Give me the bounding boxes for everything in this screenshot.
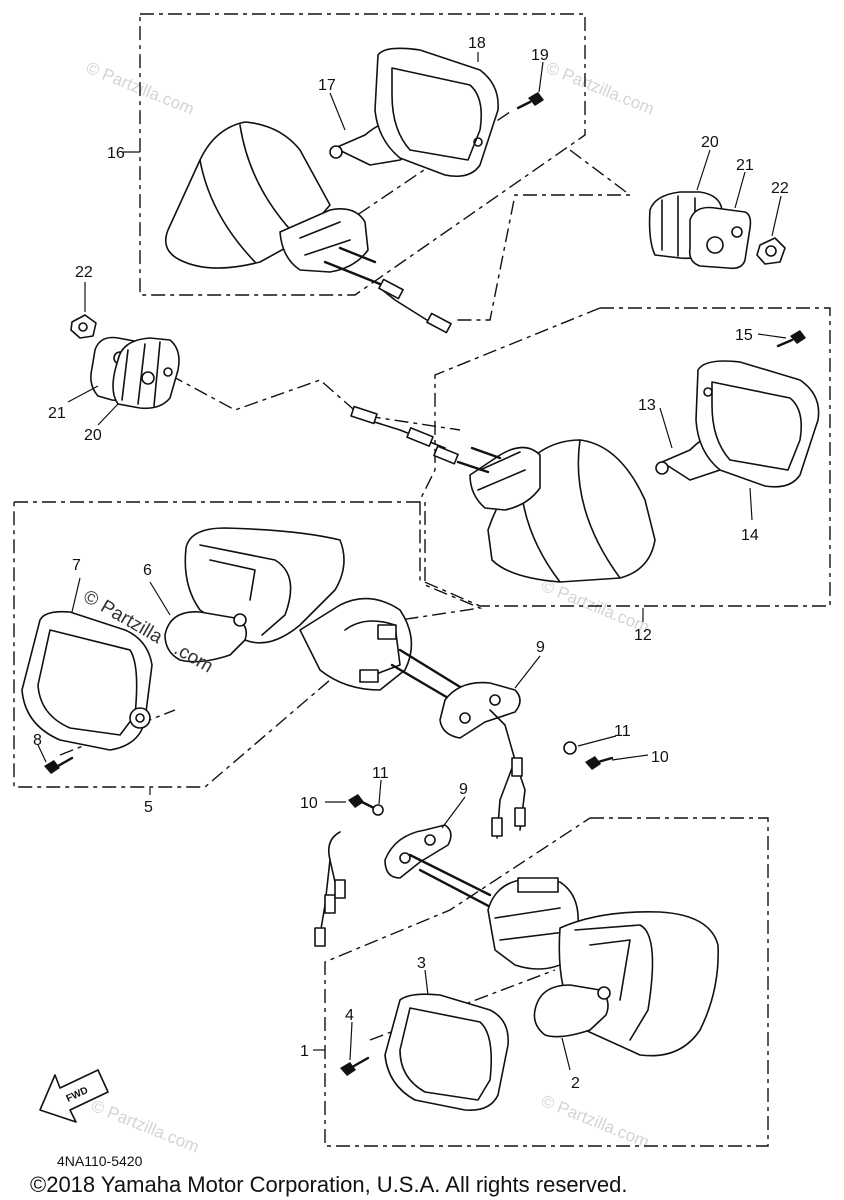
screw	[348, 794, 364, 808]
callout-8: 8	[33, 732, 42, 749]
callout-16: 16	[107, 145, 125, 162]
callout-7: 7	[72, 557, 81, 574]
callout-numbers: 16 17 18 19 20 21 22 22 21 20 15 13 14 1…	[33, 35, 789, 1092]
callout-11: 11	[614, 723, 631, 740]
signal-stem	[279, 208, 369, 273]
callout-22: 22	[75, 264, 93, 281]
assembly-12-outline	[419, 307, 831, 607]
callout-10: 10	[300, 795, 318, 812]
signal-housing	[558, 911, 719, 1057]
mount-plate	[439, 681, 521, 739]
callout-13: 13	[638, 397, 656, 414]
callout-2: 2	[571, 1075, 580, 1092]
callout-5: 5	[144, 799, 153, 816]
callout-17: 17	[318, 77, 336, 94]
forward-arrow-icon: FWD	[39, 1069, 109, 1123]
watermark-text: © Partzilla.com	[89, 1096, 202, 1157]
callout-9: 9	[536, 639, 545, 656]
screw	[340, 1062, 356, 1076]
screw	[790, 330, 806, 344]
signal-stem	[299, 597, 413, 691]
nut	[70, 314, 97, 339]
watermark-text: © Partzilla.com	[544, 58, 657, 119]
callout-22: 22	[771, 180, 789, 197]
callout-20: 20	[701, 134, 719, 151]
callout-21: 21	[736, 157, 754, 174]
callout-14: 14	[741, 527, 759, 544]
callout-11: 11	[372, 765, 389, 782]
bulb	[164, 611, 248, 663]
turn-signal-assembly-16	[123, 47, 544, 334]
callout-20: 20	[84, 427, 102, 444]
watermark-text: © Partzilla.com	[539, 1091, 652, 1152]
callout-9: 9	[459, 781, 468, 798]
mount-hardware-right	[648, 149, 786, 270]
callout-18: 18	[468, 35, 486, 52]
turn-signal-assembly-12	[350, 330, 820, 622]
callout-4: 4	[345, 1007, 354, 1024]
callout-3: 3	[417, 955, 426, 972]
screw	[528, 92, 544, 106]
screw	[585, 756, 601, 770]
callout-6: 6	[143, 562, 152, 579]
callout-21: 21	[48, 405, 66, 422]
connection-line	[169, 374, 461, 431]
signal-stem	[487, 879, 579, 970]
watermark-copyright-symbol: ©	[80, 586, 103, 611]
callout-12: 12	[634, 627, 652, 644]
callout-10: 10	[651, 749, 669, 766]
mount-hardware-left	[67, 282, 180, 426]
assembly-5-outline	[13, 501, 483, 788]
assembly-16-outline	[139, 13, 586, 296]
copyright-notice: ©2018 Yamaha Motor Corporation, U.S.A. A…	[30, 1172, 627, 1197]
callout-1: 1	[300, 1043, 309, 1060]
assembly-1-outline	[324, 817, 769, 1147]
turn-signal-assembly-1	[313, 779, 719, 1112]
signal-housing	[184, 527, 345, 644]
callout-15: 15	[735, 327, 753, 344]
turn-signal-assembly-5	[21, 527, 649, 839]
lens	[384, 993, 509, 1112]
bulb	[533, 984, 609, 1038]
connection-line	[455, 149, 633, 321]
nut	[756, 237, 786, 265]
callout-19: 19	[531, 47, 549, 64]
diagram-code: 4NA110-5420	[57, 1153, 143, 1169]
screw	[44, 760, 60, 774]
